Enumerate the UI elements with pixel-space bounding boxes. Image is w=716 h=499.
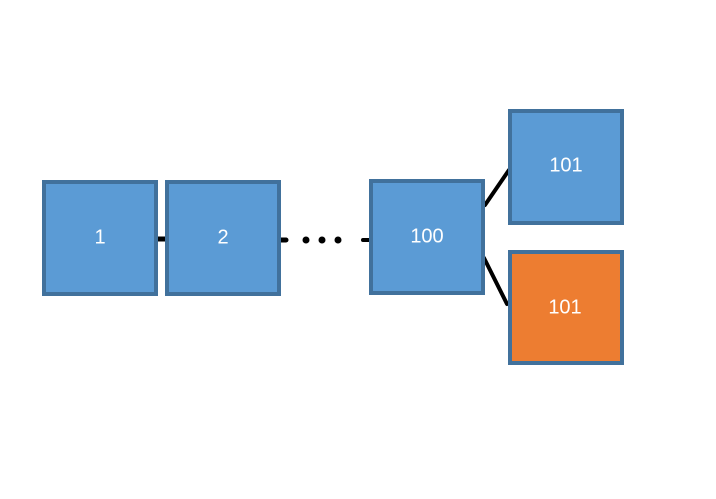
node-2: 2: [165, 180, 281, 296]
ellipsis-dot: [334, 236, 342, 244]
ellipsis: [302, 236, 342, 244]
node-100-label: 100: [410, 225, 443, 247]
node-2-label: 2: [217, 226, 228, 248]
connector-100-101-top: [483, 168, 511, 207]
connector-100-101-bottom: [482, 256, 509, 306]
node-101-bottom: 101: [508, 250, 624, 365]
ellipsis-dot: [302, 236, 310, 244]
node-1: 1: [42, 180, 158, 296]
node-101-top: 101: [508, 109, 624, 225]
node-101-bottom-label: 101: [548, 296, 581, 318]
node-100: 100: [369, 179, 485, 295]
node-101-top-label: 101: [549, 154, 582, 176]
node-1-label: 1: [94, 226, 105, 248]
ellipsis-dot: [318, 236, 326, 244]
